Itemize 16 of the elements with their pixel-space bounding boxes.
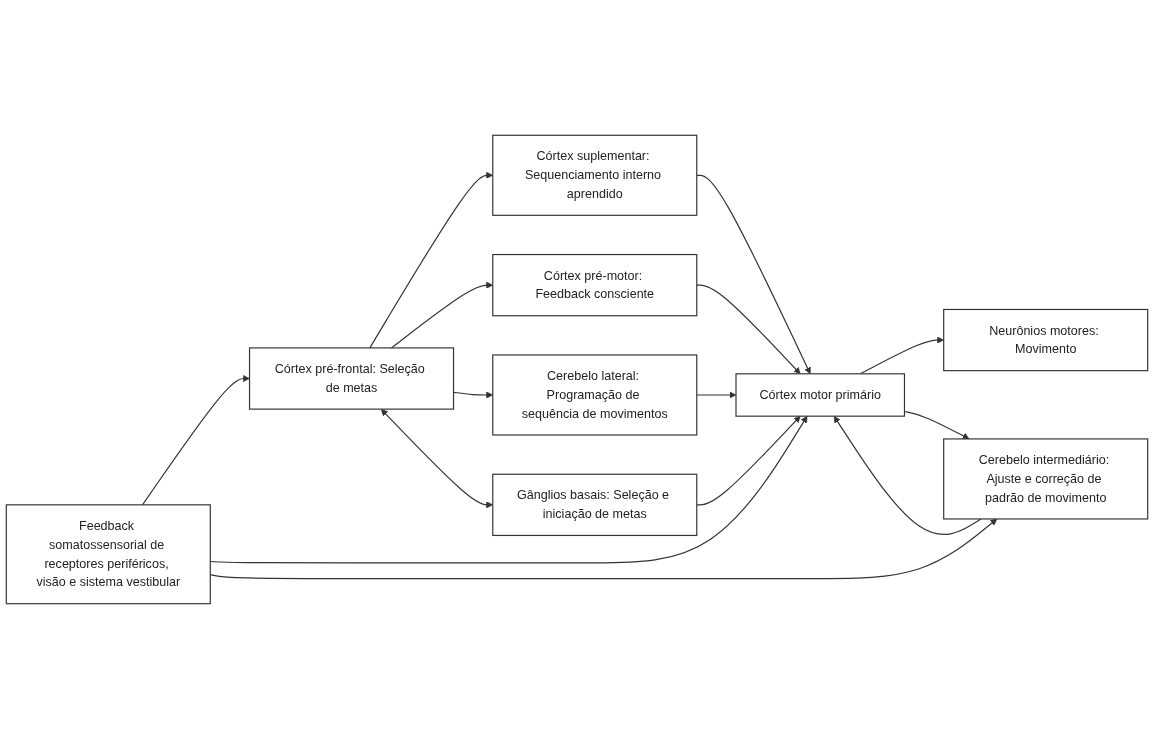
arrow — [696, 284, 801, 374]
node-box: Córtex suplementar: Sequenciamento interno aprendido — [492, 134, 698, 216]
node-box: Córtex pré-frontal: Seleção de metas — [248, 346, 455, 410]
arrow — [696, 174, 811, 374]
arrow — [859, 336, 944, 374]
node-box: Córtex motor primário — [735, 372, 906, 417]
node-box: Cerebelo lateral: Programação de sequência de movimentos — [492, 353, 698, 436]
node-box: Córtex pré-motor: Feedback consciente — [492, 253, 698, 316]
node-box: Feedback somatossensorial de receptores periféricos, visão e sistema vestibular — [5, 503, 211, 604]
arrow — [833, 415, 982, 535]
arrow — [696, 415, 801, 505]
node-box: Neurônios motores: Movimento — [943, 308, 1149, 371]
arrow — [696, 391, 737, 398]
node-box: Cerebelo intermediário: Ajuste e correção de padrão de movimento — [943, 437, 1149, 520]
node-box: Gânglios basais: Seleção e iniciação de metas — [492, 473, 698, 536]
arrow — [141, 374, 250, 505]
